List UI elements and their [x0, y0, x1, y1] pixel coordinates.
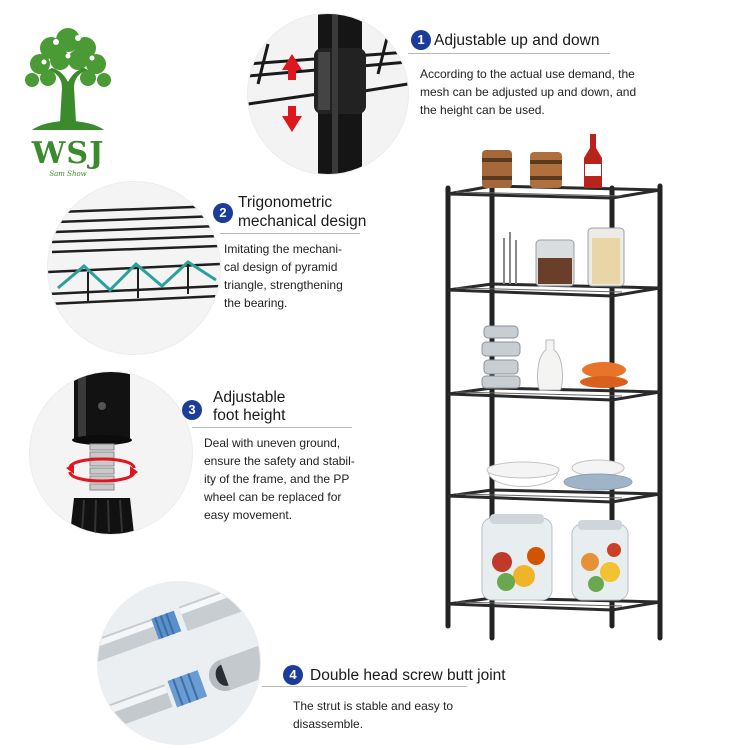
feature-3-title-line2: foot height [213, 407, 286, 424]
feature-4-description-line2: disassemble. [293, 717, 364, 731]
feature-1-description: According to the actual use demand, the … [420, 67, 637, 117]
brand-logo: WSJ Sam Show [18, 18, 118, 178]
feature-1-image [248, 14, 408, 174]
feature-2-badge: 2 [213, 203, 233, 223]
up-down-arrow-icon [282, 54, 302, 132]
feature-3-title-line1: Adjustable [213, 389, 286, 406]
feature-2-description-line2: cal design of pyramid [224, 260, 338, 274]
feature-2-image [48, 182, 220, 354]
shelf-product-image [432, 130, 680, 650]
feature-1-badge: 1 [411, 30, 431, 50]
feature-3-image [30, 372, 192, 534]
feature-2-description-line1: Imitating the mechani- [224, 242, 343, 256]
feature-2-description-line3: triangle, strengthening [224, 278, 343, 292]
feature-4-title: Double head screw butt joint [310, 667, 506, 684]
feature-4-underline [262, 686, 467, 687]
feature-4-description-line1: The strut is stable and easy to [293, 699, 454, 713]
feature-3-description-line2: ensure the safety and stabil- [204, 454, 355, 468]
feature-3-description-line5: easy movement. [204, 508, 293, 522]
feature-2-title-line2: mechanical design [238, 213, 367, 230]
feature-1-underline [412, 53, 610, 54]
feature-4-badge: 4 [283, 665, 303, 685]
feature-3-badge: 3 [182, 400, 202, 420]
logo-tagline: Sam Show [49, 170, 87, 178]
feature-2-underline [220, 233, 360, 234]
feature-4-image [98, 582, 260, 744]
logo-wordmark: WSJ [31, 136, 105, 171]
feature-3-description-line4: wheel can be replaced for [204, 490, 342, 504]
feature-2-title-line1: Trigonometric [238, 194, 333, 211]
tree-logo-icon [25, 28, 111, 130]
feature-3-underline [192, 427, 352, 428]
feature-2-description-line4: the bearing. [224, 296, 288, 310]
feature-3-description-line1: Deal with uneven ground, [204, 436, 341, 450]
connector-line-1 [408, 53, 412, 54]
feature-3-description-line3: ity of the frame, and the PP [204, 472, 350, 486]
feature-1-title: Adjustable up and down [434, 32, 600, 49]
